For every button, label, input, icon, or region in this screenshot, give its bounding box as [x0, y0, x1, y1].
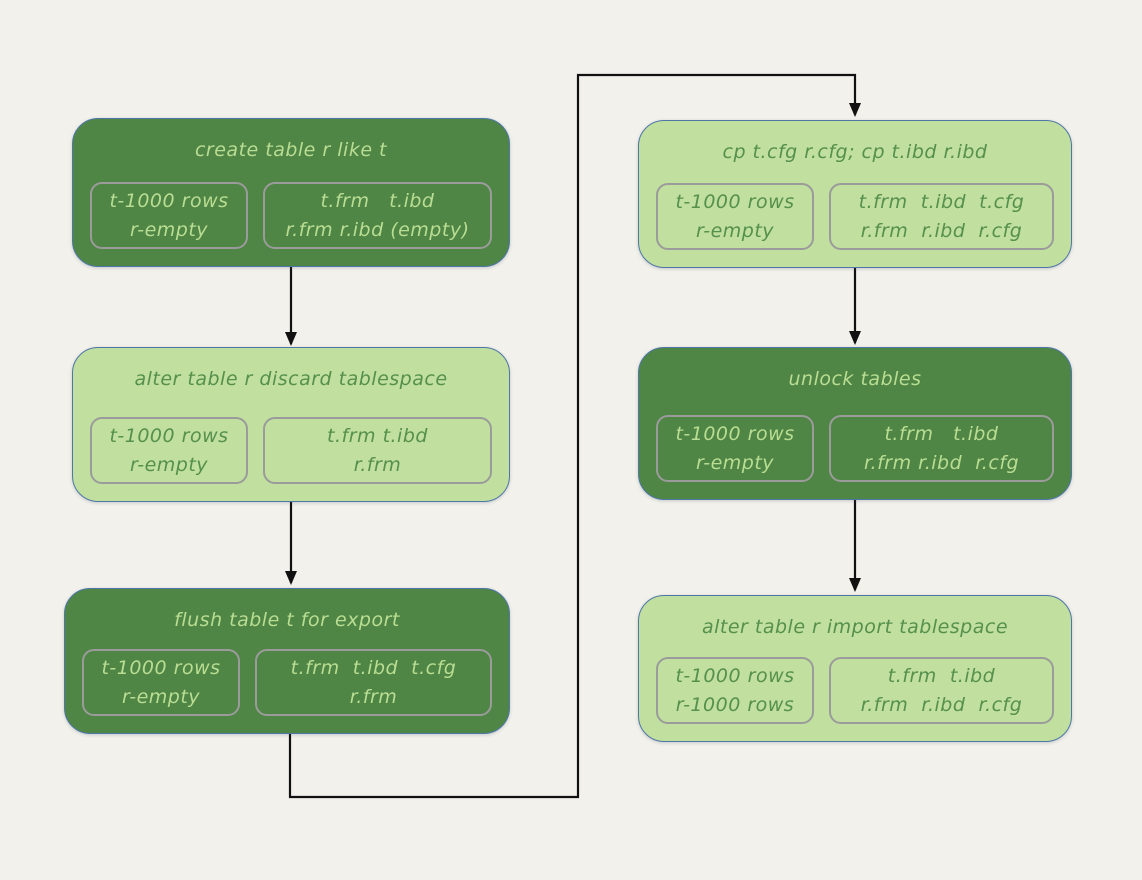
files-state-line: r.frm	[349, 685, 398, 708]
files-state-line: t.frm t.ibd	[320, 190, 435, 212]
rows-state-box: t-1000 rows r-empty	[656, 415, 814, 482]
files-state-box: t.frm t.ibd t.cfg r.frm r.ibd r.cfg	[829, 183, 1054, 250]
node-state-row: t-1000 rows r-empty t.frm t.ibd t.cfg r.…	[656, 183, 1054, 250]
node-state-row: t-1000 rows r-empty t.frm t.ibd r.frm r.…	[90, 182, 492, 249]
files-state-box: t.frm t.ibd r.frm r.ibd (empty)	[263, 182, 492, 249]
node-cp-cfg-ibd: cp t.cfg r.cfg; cp t.ibd r.ibd t-1000 ro…	[638, 120, 1072, 268]
files-state-box: t.frm t.ibd r.frm	[263, 417, 492, 484]
rows-state-box: t-1000 rows r-empty	[656, 183, 814, 250]
rows-state-line: r-empty	[121, 685, 201, 708]
node-unlock-tables: unlock tables t-1000 rows r-empty t.frm …	[638, 347, 1072, 500]
node-state-row: t-1000 rows r-1000 rows t.frm t.ibd r.fr…	[656, 657, 1054, 724]
files-state-line: t.frm t.ibd t.cfg	[858, 191, 1025, 213]
node-title: alter table r import tablespace	[701, 616, 1009, 638]
node-state-row: t-1000 rows r-empty t.frm t.ibd r.frm	[90, 417, 492, 484]
node-title: unlock tables	[788, 368, 922, 390]
rows-state-box: t-1000 rows r-empty	[82, 649, 240, 716]
node-title: cp t.cfg r.cfg; cp t.ibd r.ibd	[722, 141, 988, 163]
node-state-row: t-1000 rows r-empty t.frm t.ibd r.frm r.…	[656, 415, 1054, 482]
files-state-line: r.frm r.ibd r.cfg	[860, 693, 1023, 716]
node-create-table-r-like-t: create table r like t t-1000 rows r-empt…	[72, 118, 510, 267]
node-title: alter table r discard tablespace	[134, 368, 448, 390]
files-state-line: t.frm t.ibd	[887, 665, 996, 687]
files-state-line: r.frm r.ibd (empty)	[285, 218, 470, 241]
rows-state-line: r-empty	[129, 453, 209, 476]
node-alter-table-r-discard-tablespace: alter table r discard tablespace t-1000 …	[72, 347, 510, 502]
files-state-box: t.frm t.ibd t.cfg r.frm	[255, 649, 492, 716]
node-state-row: t-1000 rows r-empty t.frm t.ibd t.cfg r.…	[82, 649, 492, 716]
rows-state-box: t-1000 rows r-1000 rows	[656, 657, 814, 724]
rows-state-line: r-empty	[129, 218, 209, 241]
node-flush-table-t-for-export: flush table t for export t-1000 rows r-e…	[64, 588, 510, 734]
files-state-line: r.frm	[353, 453, 402, 476]
rows-state-line: t-1000 rows	[675, 191, 795, 213]
rows-state-line: r-1000 rows	[675, 693, 795, 716]
rows-state-box: t-1000 rows r-empty	[90, 417, 248, 484]
files-state-line: r.frm r.ibd r.cfg	[863, 451, 1020, 474]
rows-state-box: t-1000 rows r-empty	[90, 182, 248, 249]
rows-state-line: t-1000 rows	[101, 657, 221, 679]
rows-state-line: t-1000 rows	[675, 665, 795, 687]
files-state-box: t.frm t.ibd r.frm r.ibd r.cfg	[829, 657, 1054, 724]
files-state-line: t.frm t.ibd t.cfg	[290, 657, 457, 679]
files-state-line: t.frm t.ibd	[327, 425, 428, 447]
node-title: create table r like t	[194, 139, 388, 161]
rows-state-line: t-1000 rows	[109, 190, 229, 212]
files-state-line: t.frm t.ibd	[884, 423, 999, 445]
rows-state-line: t-1000 rows	[675, 423, 795, 445]
rows-state-line: t-1000 rows	[109, 425, 229, 447]
node-alter-table-r-import-tablespace: alter table r import tablespace t-1000 r…	[638, 595, 1072, 742]
files-state-box: t.frm t.ibd r.frm r.ibd r.cfg	[829, 415, 1054, 482]
files-state-line: r.frm r.ibd r.cfg	[860, 219, 1023, 242]
node-title: flush table t for export	[174, 609, 400, 631]
rows-state-line: r-empty	[695, 451, 775, 474]
rows-state-line: r-empty	[695, 219, 775, 242]
